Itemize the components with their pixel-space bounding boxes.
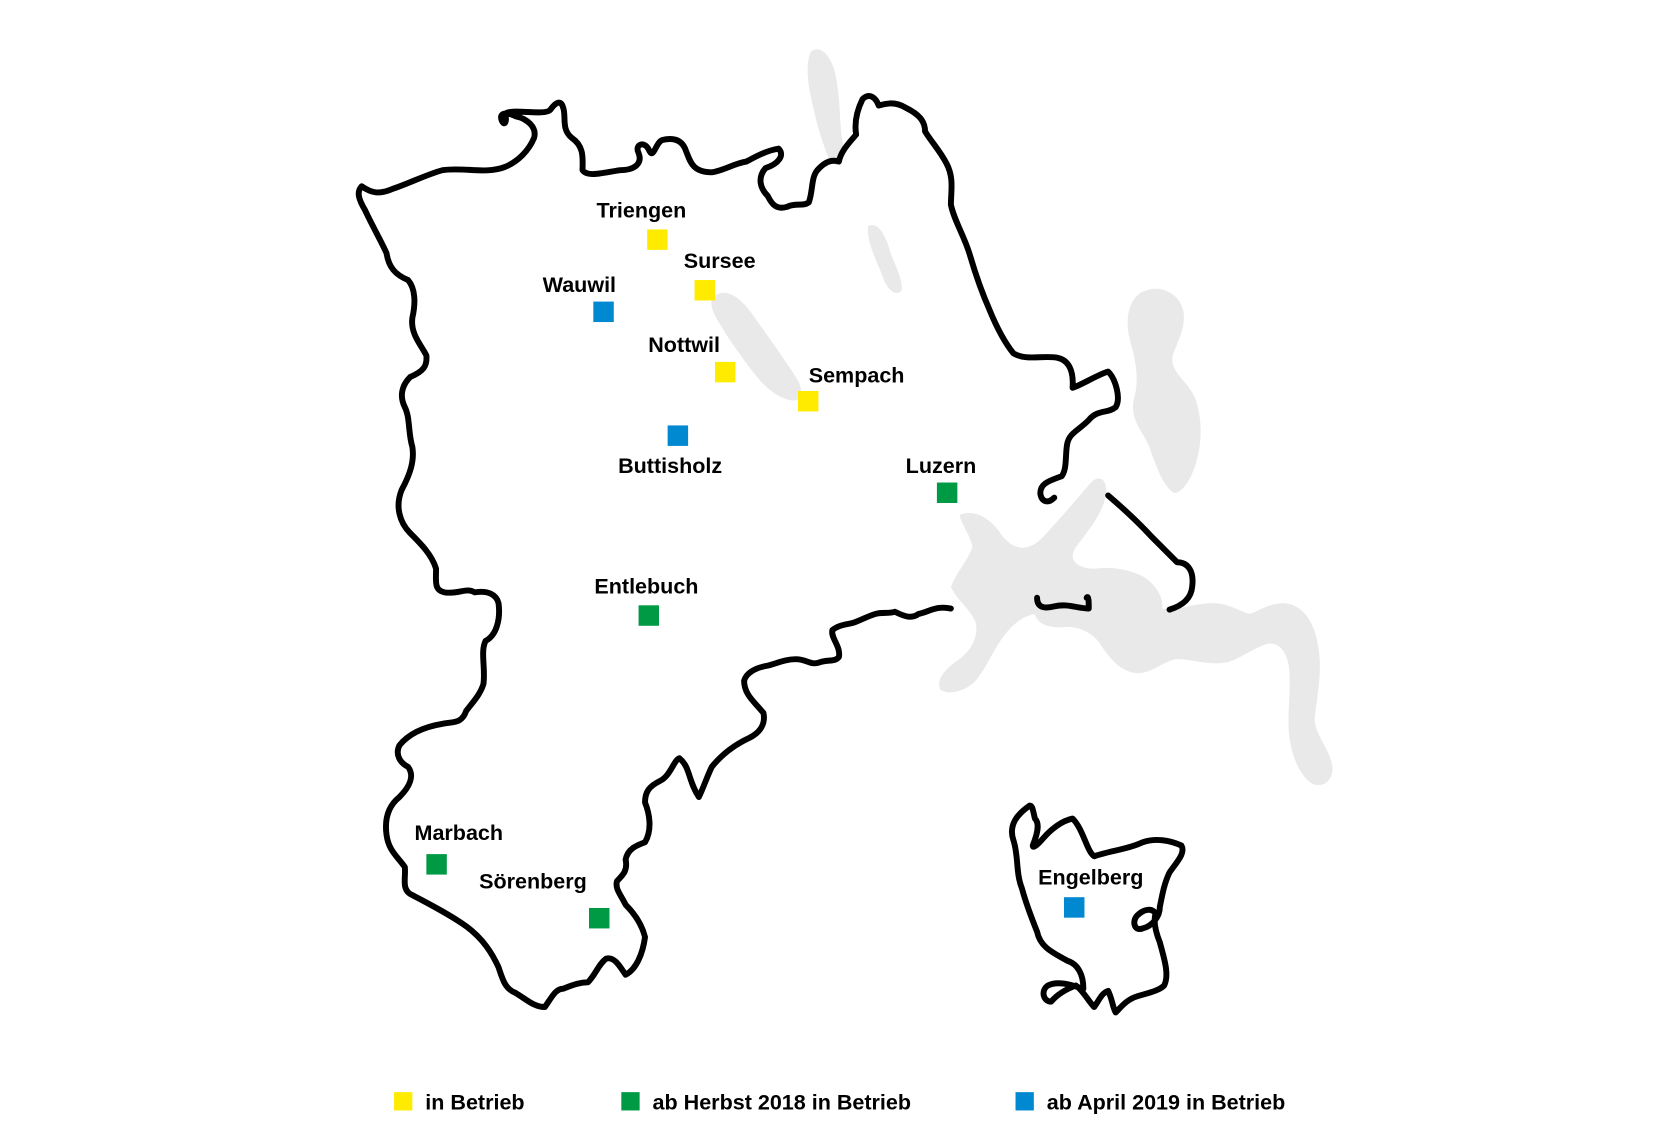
square-green-icon <box>426 854 447 875</box>
legend-blue-icon <box>1015 1092 1034 1111</box>
lake-baldegg <box>867 225 902 293</box>
label-wauwil: Wauwil <box>543 273 616 297</box>
legend: in Betrieb ab Herbst 2018 in Betrieb ab … <box>394 1090 1285 1114</box>
legend-label: ab Herbst 2018 in Betrieb <box>653 1090 911 1114</box>
square-green-icon <box>936 482 958 503</box>
square-yellow-icon <box>694 280 716 301</box>
legend-item-in-betrieb: in Betrieb <box>394 1090 525 1114</box>
marker-sempach[interactable]: Sempach <box>797 363 905 412</box>
label-entlebuch: Entlebuch <box>594 574 698 598</box>
marker-wauwil[interactable]: Wauwil <box>543 273 616 323</box>
canton-outline-main <box>358 93 1121 505</box>
marker-triengen[interactable]: Triengen <box>597 199 687 250</box>
label-soerenberg: Sörenberg <box>479 870 587 894</box>
marker-engelberg[interactable]: Engelberg <box>1038 865 1143 918</box>
marker-marbach[interactable]: Marbach <box>415 821 504 875</box>
markers: Triengen Sursee Wauwil Nottwil Sempach B… <box>415 199 1143 929</box>
legend-label: in Betrieb <box>425 1090 524 1114</box>
label-luzern: Luzern <box>906 454 977 478</box>
legend-item-april-2019: ab April 2019 in Betrieb <box>1015 1090 1286 1114</box>
legend-yellow-icon <box>394 1092 413 1111</box>
square-yellow-icon <box>715 361 736 383</box>
square-green-icon <box>638 605 660 626</box>
marker-luzern[interactable]: Luzern <box>906 454 977 503</box>
canton-outline-west <box>355 183 954 1011</box>
marker-nottwil[interactable]: Nottwil <box>648 333 736 383</box>
lake-zug <box>1127 288 1201 494</box>
label-marbach: Marbach <box>415 821 504 845</box>
label-sempach: Sempach <box>809 363 905 387</box>
lake-vierwaldstaettersee <box>939 478 1333 786</box>
legend-item-herbst-2018: ab Herbst 2018 in Betrieb <box>621 1090 911 1114</box>
square-yellow-icon <box>647 229 668 250</box>
label-triengen: Triengen <box>597 199 687 223</box>
label-nottwil: Nottwil <box>648 333 720 357</box>
canton-outline-south <box>1105 492 1196 613</box>
lake-sempach <box>711 292 802 401</box>
square-green-icon <box>589 907 610 929</box>
square-yellow-icon <box>797 390 819 412</box>
label-sursee: Sursee <box>684 249 756 273</box>
label-engelberg: Engelberg <box>1038 865 1143 889</box>
marker-buttisholz[interactable]: Buttisholz <box>618 425 722 478</box>
legend-green-icon <box>621 1092 640 1111</box>
square-blue-icon <box>667 425 689 446</box>
marker-entlebuch[interactable]: Entlebuch <box>594 574 698 626</box>
engelberg-outline <box>1009 802 1186 1016</box>
square-blue-icon <box>593 301 614 323</box>
lake-baldegg-top <box>807 49 844 165</box>
marker-soerenberg[interactable]: Sörenberg <box>479 870 610 929</box>
square-blue-icon <box>1063 897 1085 918</box>
legend-label: ab April 2019 in Betrieb <box>1047 1090 1286 1114</box>
marker-sursee[interactable]: Sursee <box>684 249 756 301</box>
lakes <box>711 49 1333 786</box>
label-buttisholz: Buttisholz <box>618 454 722 478</box>
canton-outline-lake-gap <box>1034 594 1092 612</box>
